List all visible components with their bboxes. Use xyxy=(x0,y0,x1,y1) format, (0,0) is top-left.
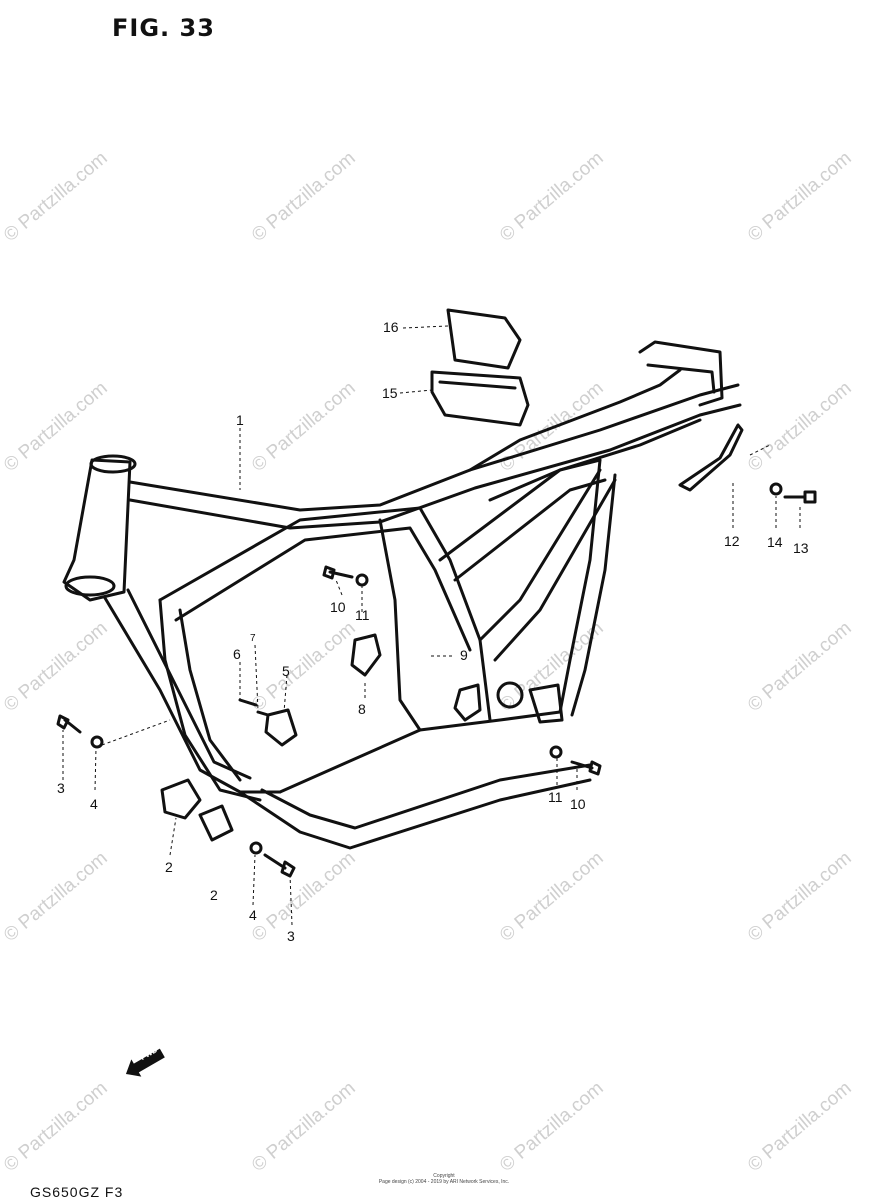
bottom-rails xyxy=(238,778,592,850)
callout-7: 7 xyxy=(250,633,256,644)
cross-brace xyxy=(378,518,422,732)
callout-14: 14 xyxy=(767,534,783,550)
callout-8: 8 xyxy=(358,701,366,717)
rear-bracket-12 xyxy=(678,423,744,492)
callout-16: 16 xyxy=(383,319,399,335)
bolt-13 xyxy=(783,490,817,504)
engine-mount-9 xyxy=(453,683,482,722)
bolt-7 xyxy=(256,710,270,717)
seat-rails xyxy=(468,368,682,472)
bolt-6 xyxy=(238,698,258,707)
washer-11a xyxy=(355,573,369,587)
seat-cover xyxy=(446,308,522,370)
front-loop xyxy=(158,506,492,722)
swingarm-pivot xyxy=(496,681,524,709)
cradle-left xyxy=(103,596,282,794)
top-tube xyxy=(128,383,740,512)
engine-mount-2a xyxy=(160,778,202,820)
washer-4b xyxy=(249,841,263,855)
callout-4-bottom: 4 xyxy=(249,907,257,923)
down-tube-left xyxy=(158,598,262,802)
bolt-10b xyxy=(570,760,602,776)
callout-13: 13 xyxy=(793,540,809,556)
copyright-line-2: Page design (c) 2004 - 2019 by ARI Netwo… xyxy=(378,1179,510,1185)
rear-loop xyxy=(638,340,724,407)
engine-mount-2b xyxy=(198,804,234,842)
callout-9: 9 xyxy=(460,647,468,663)
bolt-3a xyxy=(56,714,82,734)
callout-11-lower: 11 xyxy=(548,789,563,805)
callout-12: 12 xyxy=(724,533,740,549)
callout-2-upper: 2 xyxy=(165,859,173,875)
washer-4a xyxy=(90,735,104,749)
callout-2-lower: 2 xyxy=(210,887,218,903)
fwd-arrow xyxy=(125,1048,165,1077)
washer-11b xyxy=(549,745,563,759)
figure-title: FIG. 33 xyxy=(112,14,215,42)
callout-3-left: 3 xyxy=(57,780,65,796)
callout-4-left: 4 xyxy=(90,796,98,812)
washer-14 xyxy=(769,482,783,496)
copyright-line-1: Copyright xyxy=(433,1173,455,1179)
callout-3-bottom: 3 xyxy=(287,928,295,944)
callout-10-lower: 10 xyxy=(570,796,586,812)
bolt-3b xyxy=(263,853,296,878)
callout-11-upper: 11 xyxy=(355,607,370,623)
rear-down-tube xyxy=(558,458,602,714)
callout-15: 15 xyxy=(382,385,398,401)
model-code: GS650GZ F3 xyxy=(30,1184,124,1200)
callout-10-upper: 10 xyxy=(330,599,346,615)
callout-5: 5 xyxy=(282,663,290,679)
steering-head xyxy=(62,458,132,602)
battery-box xyxy=(430,370,530,427)
callout-6: 6 xyxy=(233,646,241,662)
bolt-10a xyxy=(322,565,354,580)
engine-mount-8 xyxy=(350,633,382,677)
engine-mount-5 xyxy=(264,708,298,747)
callout-1: 1 xyxy=(236,412,244,428)
